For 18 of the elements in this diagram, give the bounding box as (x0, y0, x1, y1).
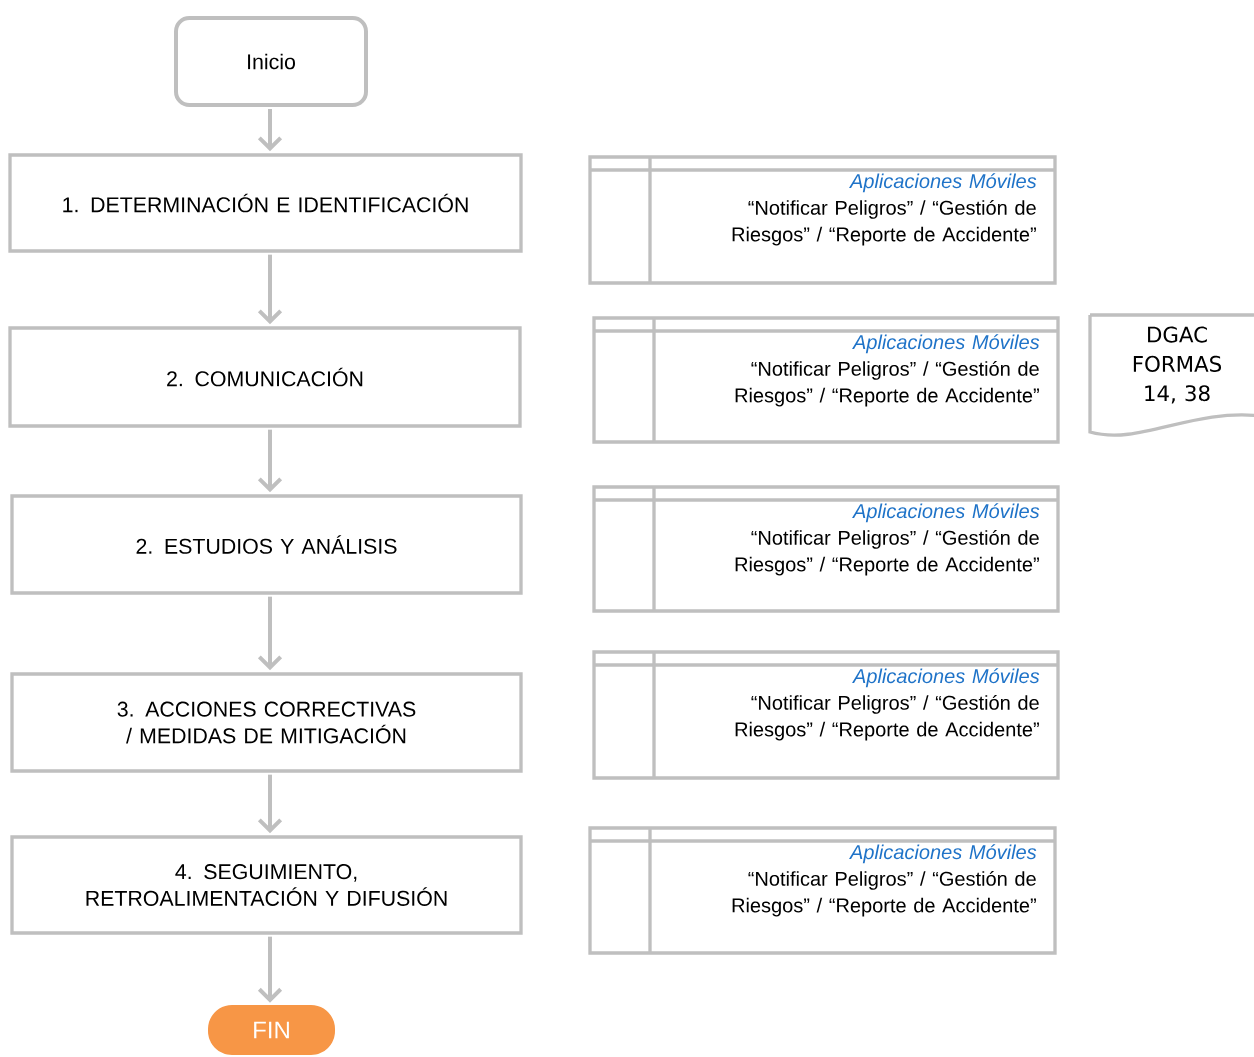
app-table-box: Aplicaciones Móviles “Notificar Peligros” / “Gestión de Riesgos” / “Reporte de Accidente” (588, 826, 1057, 955)
start-box: Inicio (174, 16, 368, 107)
app-table-box: Aplicaciones Móviles “Notificar Peligros” / “Gestión de Riesgos” / “Reporte de Accidente” (592, 650, 1060, 780)
process-box: 2. ESTUDIOS Y ANÁLISIS (10, 494, 523, 595)
process-box: 2. COMUNICACIÓN (8, 326, 522, 428)
end-terminal: FIN (208, 1005, 335, 1055)
arrow (257, 429, 283, 493)
app-table-box: Aplicaciones Móviles “Notificar Peligros” / “Gestión de Riesgos” / “Reporte de Accidente” (588, 155, 1057, 285)
arrow (257, 936, 283, 1003)
process-box: 4. SEGUIMIENTO, RETROALIMENTACIÓN Y DIFUSIÓN (10, 835, 523, 935)
app-table-box: Aplicaciones Móviles “Notificar Peligros” / “Gestión de Riesgos” / “Reporte de Accidente” (592, 316, 1060, 444)
process-box: 1. DETERMINACIÓN E IDENTIFICACIÓN (8, 153, 523, 253)
arrow (257, 254, 283, 325)
arrow (257, 109, 283, 152)
app-table-box: Aplicaciones Móviles “Notificar Peligros” / “Gestión de Riesgos” / “Reporte de Accidente” (592, 485, 1060, 613)
arrow (257, 774, 283, 834)
arrow (257, 596, 283, 671)
process-box: 3. ACCIONES CORRECTIVAS / MEDIDAS DE MITIGACIÓN (10, 672, 523, 773)
